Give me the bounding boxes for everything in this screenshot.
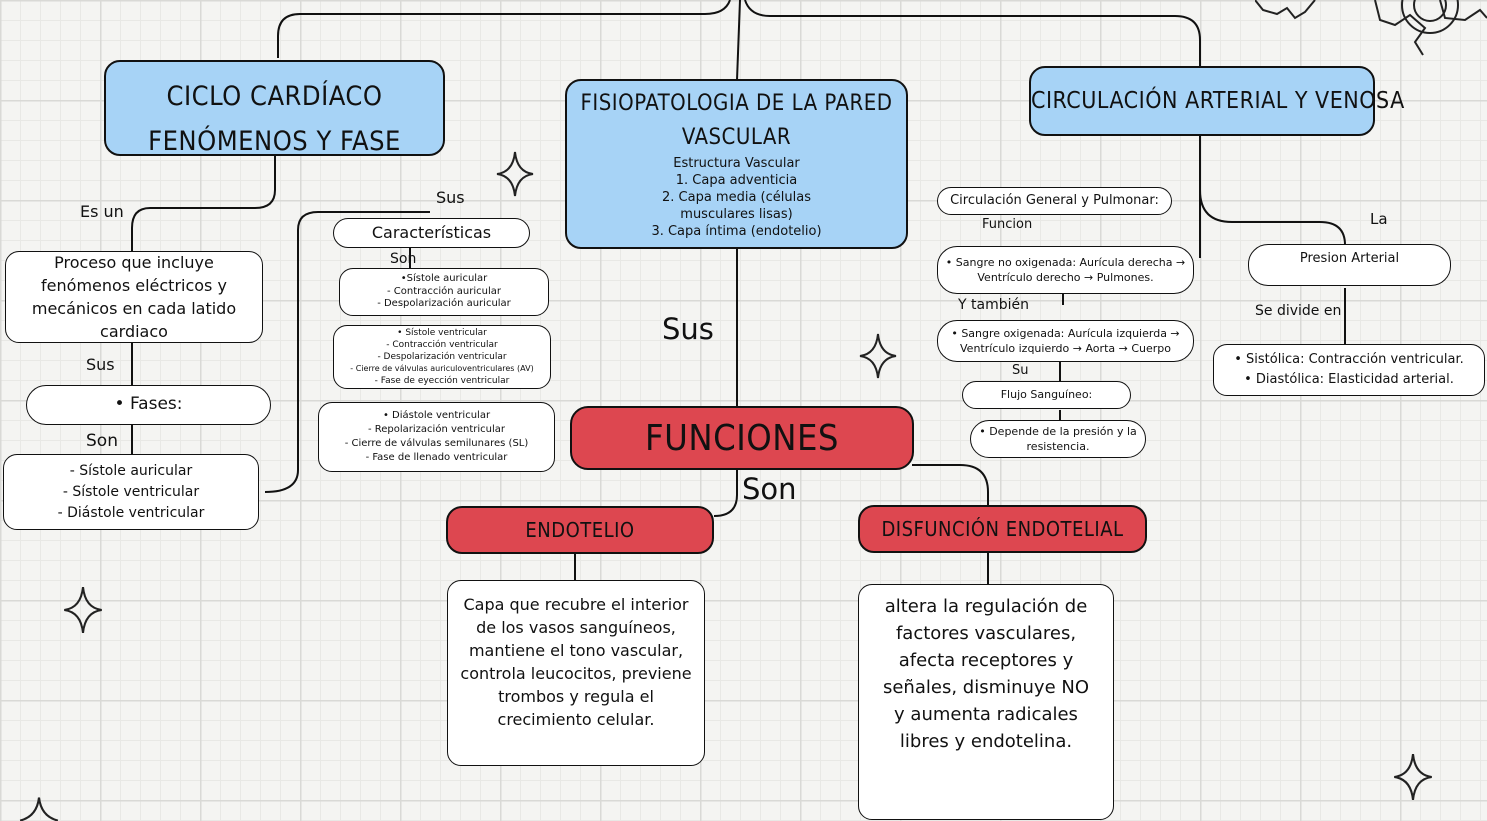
presion-arterial-box: Presion Arterial: [1248, 244, 1451, 286]
proceso-box: Proceso que incluye fenómenos eléctricos…: [5, 251, 263, 343]
circulacion-general-text: Circulación General y Pulmonar:: [950, 192, 1159, 208]
ciclo-cardiaco-title: CICLO CARDÍACO FENÓMENOS Y FASE: [104, 60, 445, 157]
fisiopatologia-box: FISIOPATOLOGIA DE LA PARED VASCULAR Estr…: [565, 79, 908, 249]
circulacion-title: CIRCULACIÓN ARTERIAL Y VENOSA: [1029, 66, 1404, 136]
group-item: - Contracción ventricular: [386, 340, 498, 350]
sparkle-icon: [64, 586, 102, 634]
sistole-auricular-box: •Sístole auricular - Contracción auricul…: [339, 268, 549, 316]
caracteristicas-text: Características: [371, 223, 492, 242]
group-item: - Fase de llenado ventricular: [365, 452, 508, 463]
circulacion-title-text: CIRCULACIÓN ARTERIAL Y VENOSA: [1031, 88, 1405, 114]
presion-arterial-text: Presion Arterial: [1299, 251, 1400, 266]
fase-item: - Sístole auricular: [69, 462, 193, 479]
label-sus: Sus: [86, 355, 115, 374]
group-item: •Sístole auricular: [400, 273, 488, 285]
group-item: - Cierre de válvulas auriculoventricular…: [350, 364, 534, 373]
label-sus-2: Sus: [436, 188, 465, 207]
group-item: • Sístole ventricular: [397, 328, 487, 338]
sangre-no-oxigenada-text: • Sangre no oxigenada: Aurícula derecha …: [945, 256, 1186, 284]
sangre-oxigenada-box: • Sangre oxigenada: Aurícula izquierda →…: [937, 320, 1194, 362]
group-item: - Despolarización auricular: [377, 298, 511, 310]
label-su: Su: [1012, 363, 1029, 378]
fase-item: - Diástole ventricular: [57, 504, 205, 521]
fases-list-box: - Sístole auricular - Sístole ventricula…: [3, 454, 259, 530]
sangre-no-oxigenada-box: • Sangre no oxigenada: Aurícula derecha …: [937, 246, 1194, 294]
sparkle-icon: [19, 797, 59, 821]
sistolica-text: • Sistólica: Contracción ventricular.: [1234, 352, 1464, 367]
gear-icon: [1255, 0, 1487, 56]
sistole-ventricular-box: • Sístole ventricular - Contracción vent…: [333, 325, 551, 389]
label-es-un: Es un: [80, 202, 124, 221]
fisio-title-line1: FISIOPATOLOGIA DE LA PARED: [580, 91, 893, 116]
label-son-2: Son: [390, 251, 417, 267]
sangre-oxigenada-text: • Sangre oxigenada: Aurícula izquierda →…: [951, 327, 1180, 355]
disfuncion-desc-box: altera la regulación de factores vascula…: [858, 584, 1114, 820]
disfuncion-desc: altera la regulación de factores vascula…: [882, 596, 1090, 752]
group-item: - Cierre de válvulas semilunares (SL): [344, 438, 529, 449]
fisio-line: Estructura Vascular: [673, 156, 800, 171]
fisio-title-line2: VASCULAR: [681, 125, 792, 150]
ciclo-title-line1: CICLO CARDÍACO: [166, 81, 383, 112]
label-funcion: Funcion: [982, 217, 1033, 232]
flujo-text: Flujo Sanguíneo:: [1000, 388, 1093, 402]
circulacion-general-box: Circulación General y Pulmonar:: [937, 187, 1172, 215]
disfuncion-text: DISFUNCIÓN ENDOTELIAL: [881, 517, 1124, 541]
fases-text: • Fases:: [114, 394, 183, 415]
presion-tipos-box: • Sistólica: Contracción ventricular. • …: [1213, 344, 1485, 396]
fisio-line: 3. Capa íntima (endotelio): [651, 224, 822, 239]
fisio-line: 2. Capa media (células musculares lisas): [662, 190, 811, 222]
proceso-text: Proceso que incluye fenómenos eléctricos…: [31, 253, 237, 341]
label-son-center: Son: [742, 472, 797, 506]
group-item: - Contracción auricular: [386, 285, 501, 297]
endotelio-desc: Capa que recubre el interior de los vaso…: [460, 595, 692, 729]
fisio-line: 1. Capa adventicia: [675, 173, 798, 188]
endotelio-desc-box: Capa que recubre el interior de los vaso…: [447, 580, 705, 766]
diastole-ventricular-box: • Diástole ventricular - Repolarización …: [318, 402, 555, 472]
funciones-text: FUNCIONES: [645, 417, 839, 459]
sparkle-icon: [1394, 753, 1432, 801]
disfuncion-box: DISFUNCIÓN ENDOTELIAL: [858, 505, 1147, 553]
group-item: - Repolarización ventricular: [367, 424, 506, 435]
sparkle-icon: [859, 333, 897, 379]
label-son: Son: [86, 431, 118, 451]
fases-box: • Fases:: [26, 385, 271, 425]
ciclo-title-line2: FENÓMENOS Y FASE: [148, 126, 401, 157]
endotelio-box: ENDOTELIO: [446, 506, 714, 554]
depende-text: • Depende de la presión y la resistencia…: [979, 425, 1137, 453]
funciones-box: FUNCIONES: [570, 406, 914, 470]
endotelio-text: ENDOTELIO: [525, 518, 635, 542]
group-item: - Despolarización ventricular: [377, 352, 507, 362]
label-se-divide: Se divide en: [1255, 303, 1342, 319]
sparkle-icon: [496, 151, 534, 197]
diastolica-text: • Diastólica: Elasticidad arterial.: [1244, 372, 1454, 387]
fase-item: - Sístole ventricular: [62, 483, 200, 500]
label-sus-center: Sus: [662, 312, 714, 346]
group-item: • Diástole ventricular: [382, 410, 491, 421]
caracteristicas-box: Características: [333, 218, 530, 248]
depende-box: • Depende de la presión y la resistencia…: [970, 420, 1146, 458]
group-item: - Fase de eyección ventricular: [374, 376, 510, 386]
flujo-box: Flujo Sanguíneo:: [962, 381, 1131, 409]
label-la: La: [1370, 210, 1388, 228]
label-y-tambien: Y también: [958, 297, 1029, 313]
